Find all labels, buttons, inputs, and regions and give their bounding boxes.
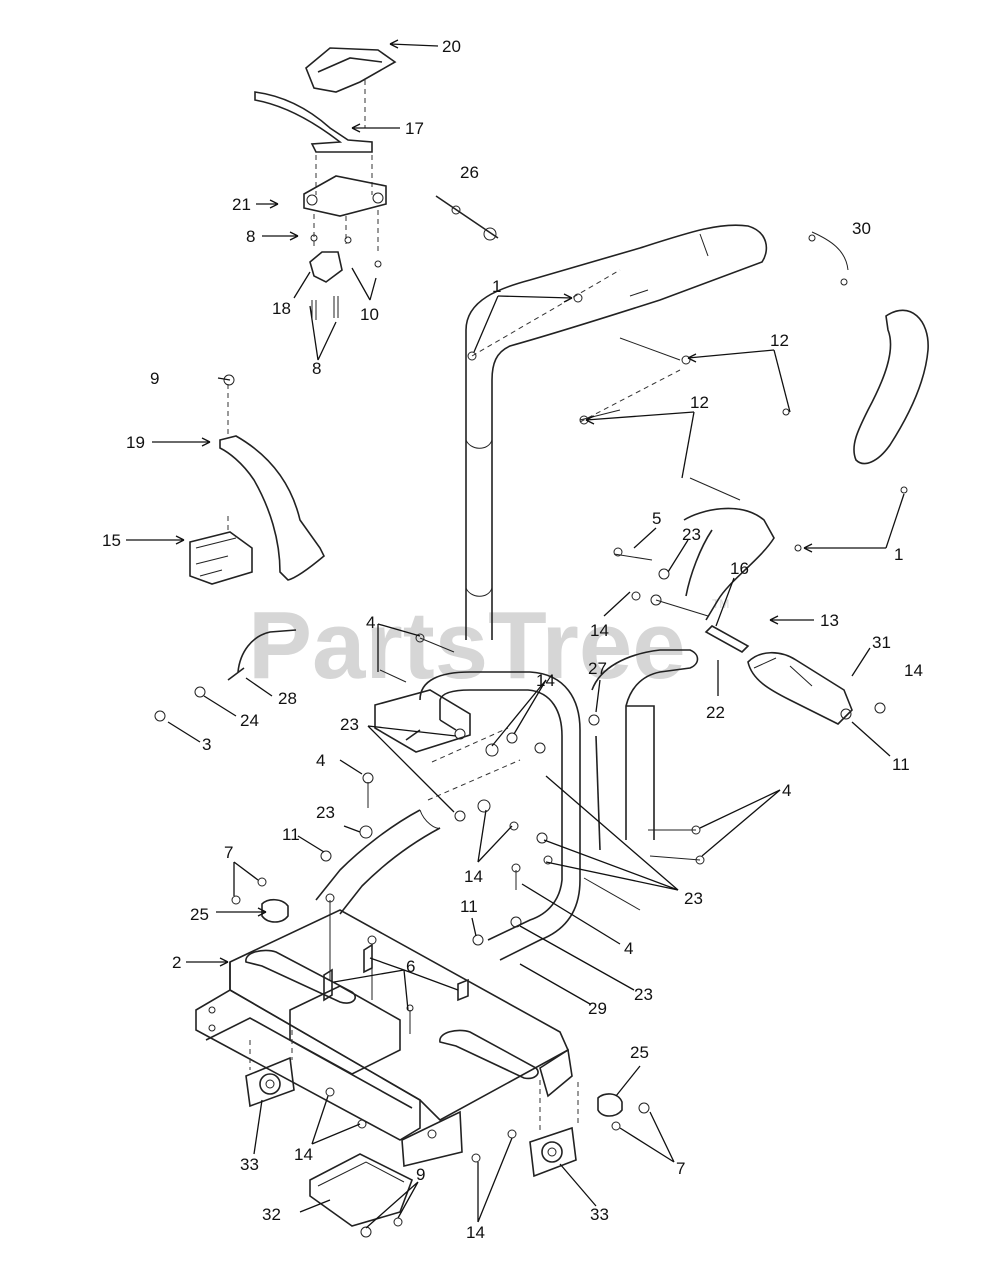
callout-14-left-bottom: 14 — [294, 1145, 313, 1164]
callout-9-left: 9 — [150, 369, 159, 388]
callout-1-right: 1 — [894, 545, 903, 564]
callout-2: 2 — [172, 953, 181, 972]
callout-14-upper: 14 — [590, 621, 609, 640]
left-spindle-bracket — [231, 877, 295, 1108]
callout-12-lower: 12 — [690, 393, 709, 412]
callout-15: 15 — [102, 531, 121, 550]
part-31-grip — [704, 625, 886, 725]
callout-33-right: 33 — [590, 1205, 609, 1224]
callout-25-left: 25 — [190, 905, 209, 924]
callout-14-mid: 14 — [464, 867, 483, 886]
handlebar-hardware — [467, 269, 908, 552]
callout-14-far-right: 14 — [904, 661, 923, 680]
callout-12-upper: 12 — [770, 331, 789, 350]
handlebar-assembly — [465, 224, 929, 640]
callout-11-right: 11 — [892, 755, 910, 774]
callout-23-mid: 23 — [316, 803, 335, 822]
callout-17: 17 — [405, 119, 424, 138]
callout-9-bottom: 9 — [416, 1165, 425, 1184]
callout-28: 28 — [278, 689, 297, 708]
callout-30: 30 — [852, 219, 871, 238]
callout-21: 21 — [232, 195, 251, 214]
callout-27: 27 — [588, 659, 607, 678]
callout-4-lower: 4 — [624, 939, 633, 958]
callout-29: 29 — [588, 999, 607, 1018]
right-spindle-bracket — [471, 1080, 650, 1178]
callout-24: 24 — [240, 711, 259, 730]
callout-7-right: 7 — [676, 1159, 685, 1178]
callout-3: 3 — [202, 735, 211, 754]
callout-6: 6 — [406, 957, 415, 976]
callout-22: 22 — [706, 703, 725, 722]
callout-23-bottom: 23 — [634, 985, 653, 1004]
callout-23-lower-right: 23 — [684, 889, 703, 908]
callout-14-center: 14 — [536, 671, 555, 690]
callout-8-bottom: 8 — [312, 359, 321, 378]
callout-32: 32 — [262, 1205, 281, 1224]
leader-lines — [126, 39, 905, 1229]
callout-19: 19 — [126, 433, 145, 452]
callout-23-right: 23 — [682, 525, 701, 544]
callout-13: 13 — [820, 611, 839, 630]
watermark-text: PartsTree — [248, 592, 686, 699]
seat-assembly — [254, 47, 397, 320]
callout-5: 5 — [652, 509, 661, 528]
left-bracket-assembly — [189, 374, 325, 585]
callout-4-mid: 4 — [316, 751, 325, 770]
part-28-rod — [154, 629, 297, 722]
callouts: 20 17 26 21 8 18 10 8 30 1 12 9 19 12 15… — [102, 37, 923, 1242]
callout-14-bottom: 14 — [466, 1223, 485, 1242]
callout-20: 20 — [442, 37, 461, 56]
callout-11-lower: 11 — [460, 897, 478, 916]
deck-frame — [195, 893, 573, 1167]
callout-1-top: 1 — [492, 277, 501, 296]
callout-26: 26 — [460, 163, 479, 182]
callout-4-upper: 4 — [366, 613, 375, 632]
callout-8-top: 8 — [246, 227, 255, 246]
callout-18: 18 — [272, 299, 291, 318]
callout-23-center: 23 — [340, 715, 359, 734]
callout-4-right: 4 — [782, 781, 791, 800]
foot-plate-32 — [309, 1087, 414, 1238]
callout-7-left: 7 — [224, 843, 233, 862]
callout-16: 16 — [730, 559, 749, 578]
part-26-rod — [435, 195, 499, 241]
callout-25-right: 25 — [630, 1043, 649, 1062]
callout-10: 10 — [360, 305, 379, 324]
lower-handle-tubes — [315, 649, 699, 961]
callout-31: 31 — [872, 633, 891, 652]
callout-33-left: 33 — [240, 1155, 259, 1174]
callout-11-mid: 11 — [282, 825, 300, 844]
